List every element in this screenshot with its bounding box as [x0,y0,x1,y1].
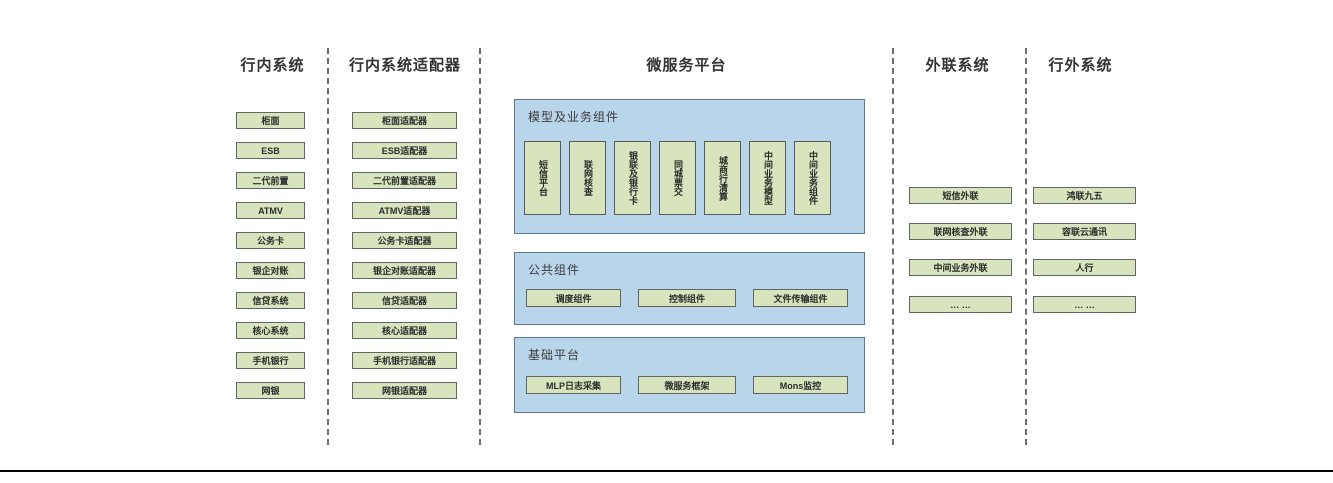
outreach-system-box: 中间业务外联 [909,259,1012,276]
model-component-box: 中间业务模型 [749,141,786,215]
adapter-box: 二代前置适配器 [352,172,457,189]
model-component-label: 联网核查 [583,160,593,196]
internal-system-box: 手机银行 [236,352,305,369]
model-component-label: 中间业务组件 [808,151,818,205]
internal-system-box: 网银 [236,382,305,399]
adapter-box: 柜面适配器 [352,112,457,129]
internal-system-box: ATMV [236,202,305,219]
column-title-internal-systems: 行内系统 [240,57,305,74]
adapter-box: 网银适配器 [352,382,457,399]
base-component-box: 微服务框架 [638,376,736,394]
outreach-system-box: 联网核查外联 [909,223,1012,240]
model-component-box: 城商行清算 [704,141,741,215]
base-component-box: Mons监控 [753,376,848,394]
model-component-box: 银联及银行卡 [614,141,651,215]
internal-system-box: 信贷系统 [236,292,305,309]
adapter-box: 银企对账适配器 [352,262,457,279]
model-component-box: 短信平台 [524,141,561,215]
external-system-box-more: … … [1033,296,1136,313]
model-component-box: 同城票交 [659,141,696,215]
external-system-box: 容联云通讯 [1033,223,1136,240]
adapter-box: 核心适配器 [352,322,457,339]
adapter-box: 公务卡适配器 [352,232,457,249]
outreach-system-box-more: … … [909,296,1012,313]
divider-line-4 [1025,48,1027,445]
column-title-microservice-platform: 微服务平台 [646,57,727,74]
panel-model-business-components: 模型及业务组件 短信平台 联网核查 银联及银行卡 同城票交 城商行清算 中间业务… [514,99,865,234]
internal-system-box: ESB [236,142,305,159]
outreach-system-box: 短信外联 [909,187,1012,204]
model-component-label: 城商行清算 [718,155,728,201]
divider-line-2 [479,48,481,445]
internal-system-box: 柜面 [236,112,305,129]
adapter-box: ESB适配器 [352,142,457,159]
base-component-box: MLP日志采集 [526,376,621,394]
internal-system-box: 银企对账 [236,262,305,279]
bottom-rule [0,470,1333,472]
internal-system-box: 核心系统 [236,322,305,339]
model-component-label: 同城票交 [673,160,683,196]
adapter-box: 信贷适配器 [352,292,457,309]
model-component-label: 中间业务模型 [763,151,773,205]
internal-system-box: 二代前置 [236,172,305,189]
common-component-box: 调度组件 [526,289,621,307]
divider-line-3 [892,48,894,445]
panel-title: 公共组件 [528,263,581,277]
adapter-box: ATMV适配器 [352,202,457,219]
common-component-box: 控制组件 [638,289,736,307]
external-system-box: 人行 [1033,259,1136,276]
model-component-box: 中间业务组件 [794,141,831,215]
model-component-label: 银联及银行卡 [628,151,638,205]
column-title-external-systems: 行外系统 [1048,57,1113,74]
panel-common-components: 公共组件 调度组件 控制组件 文件传输组件 [514,252,865,325]
model-component-box: 联网核查 [569,141,606,215]
column-title-outreach-systems: 外联系统 [925,57,990,74]
adapter-box: 手机银行适配器 [352,352,457,369]
panel-title: 模型及业务组件 [528,110,620,124]
common-component-box: 文件传输组件 [753,289,848,307]
column-title-adapters: 行内系统适配器 [348,57,461,74]
external-system-box: 鸿联九五 [1033,187,1136,204]
internal-system-box: 公务卡 [236,232,305,249]
model-component-label: 短信平台 [538,160,548,196]
panel-base-platform: 基础平台 MLP日志采集 微服务框架 Mons监控 [514,337,865,413]
panel-title: 基础平台 [528,348,581,362]
divider-line-1 [327,48,329,445]
